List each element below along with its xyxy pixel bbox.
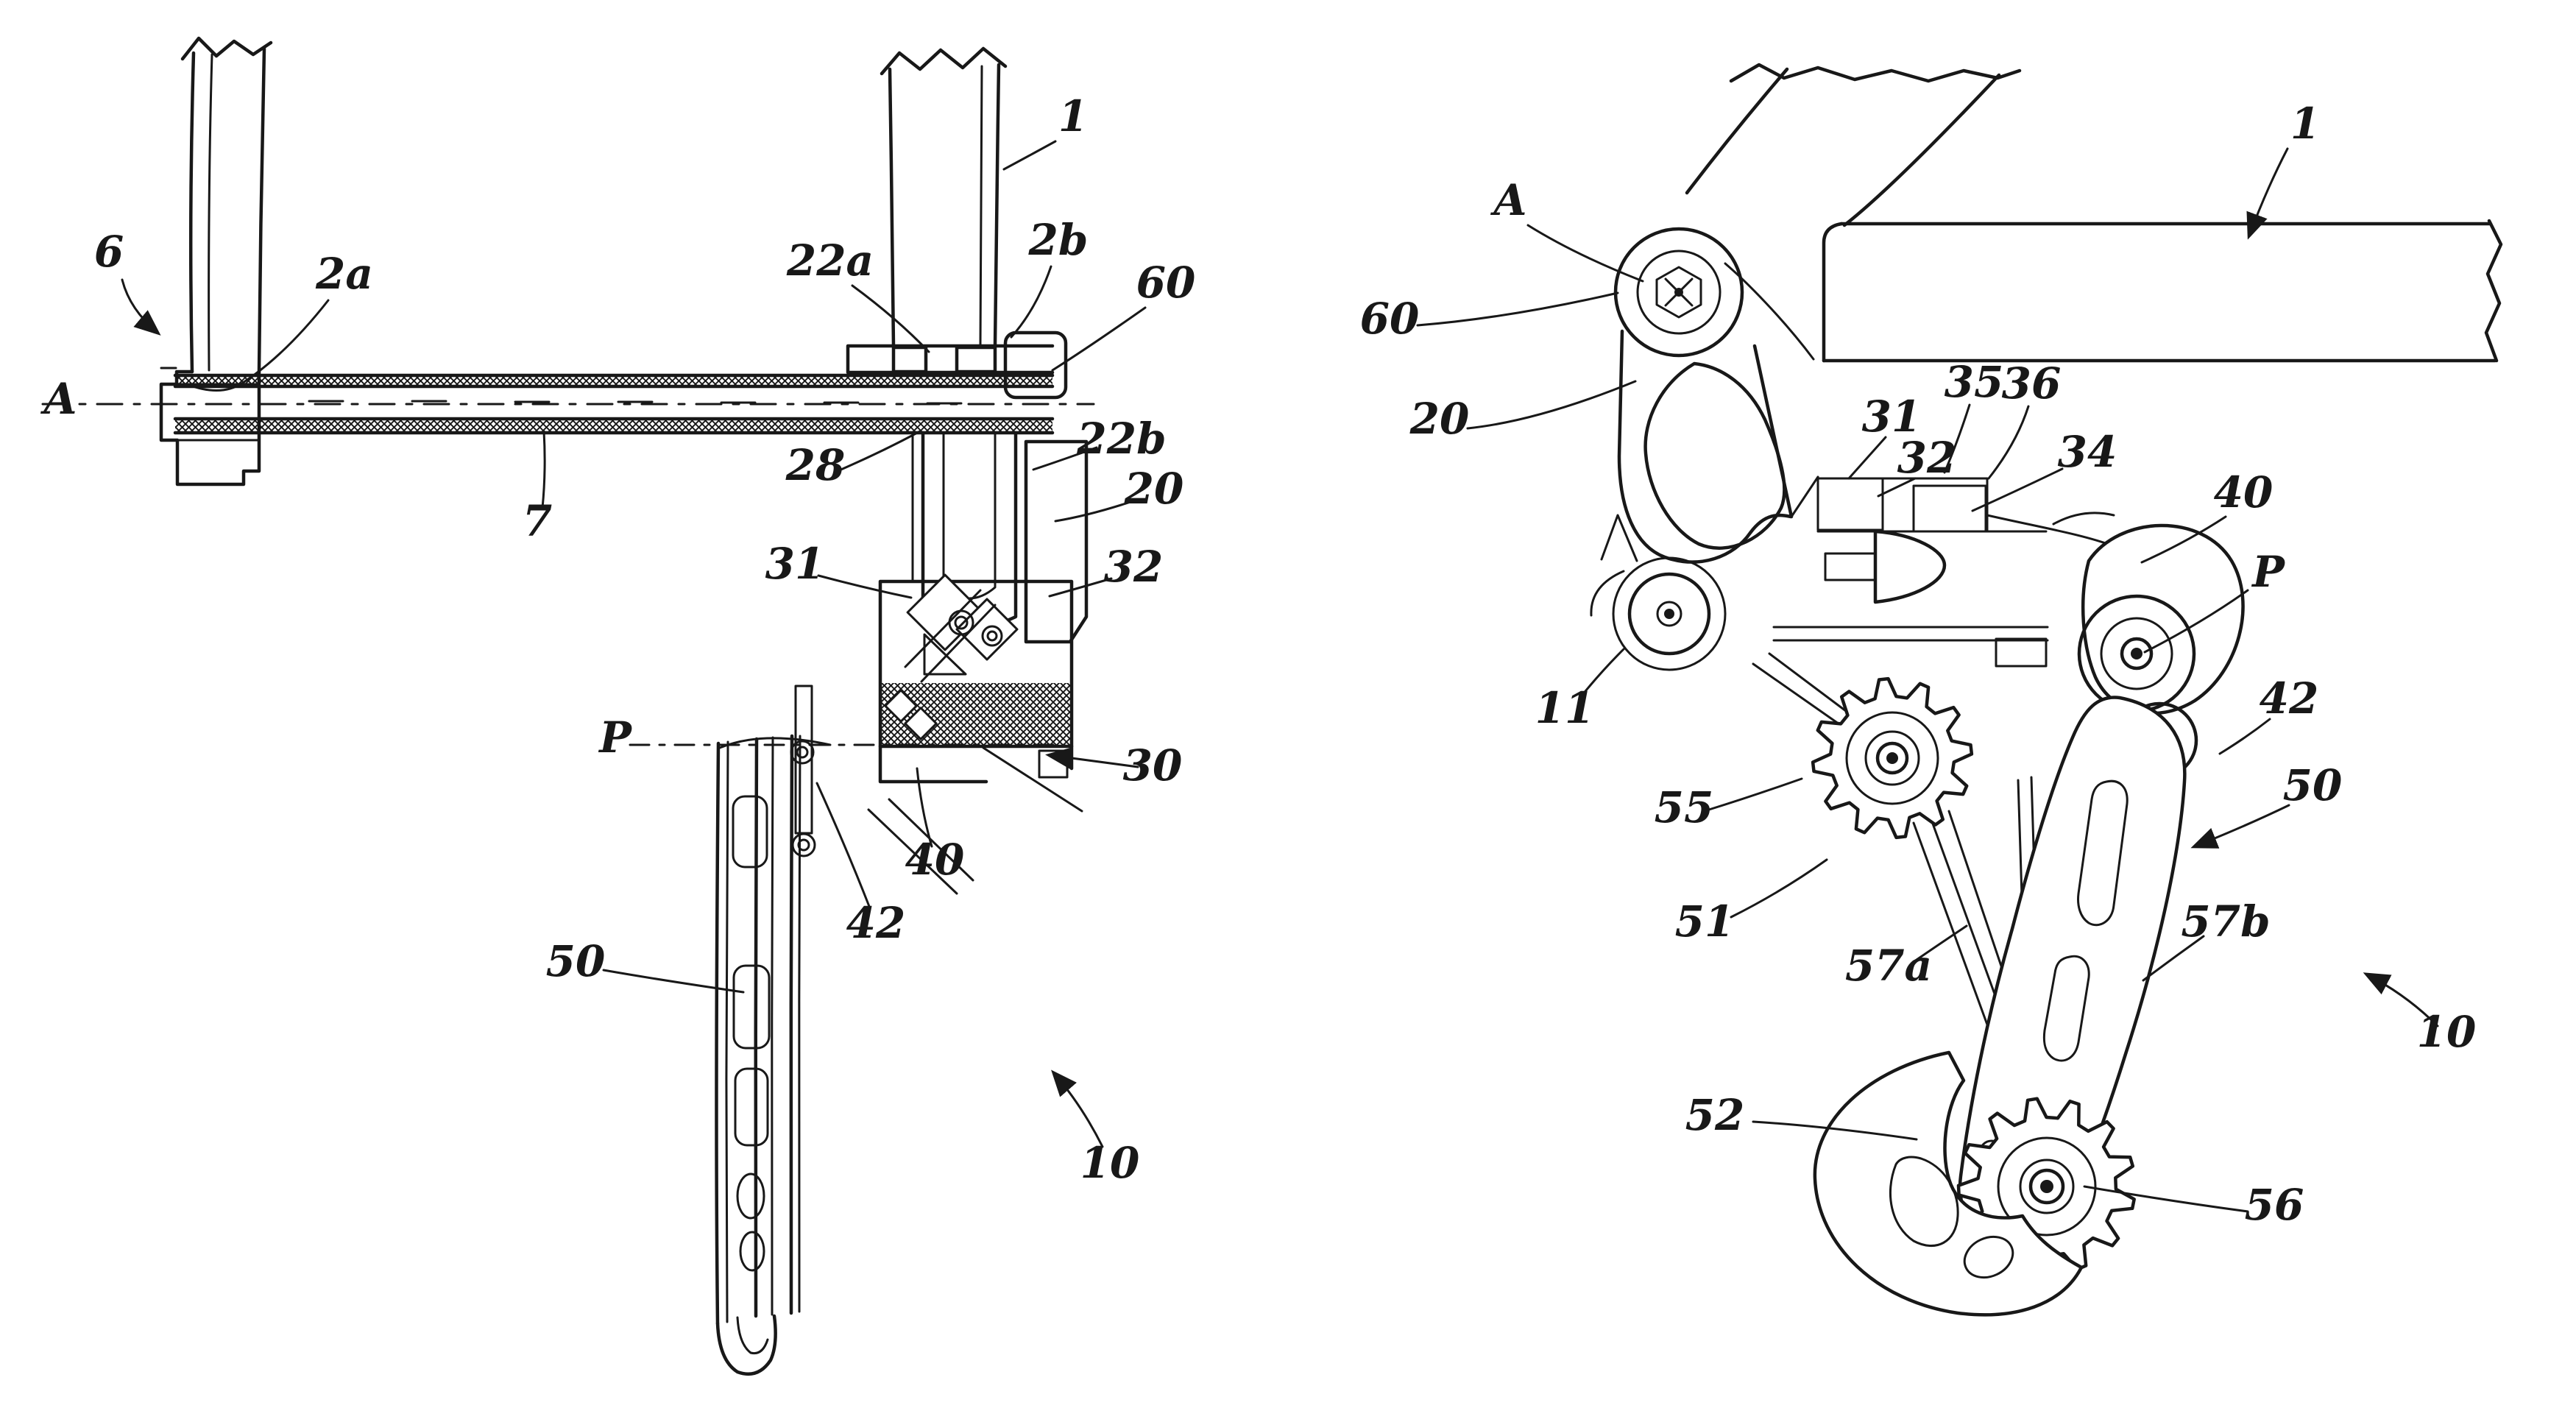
ref-label-22b: 22b <box>1076 414 1166 464</box>
lower-pulley <box>1813 1050 2136 1317</box>
ref-label-31: 31 <box>1862 392 1922 442</box>
ref-label-2b: 2b <box>1028 215 1089 265</box>
ref-label-55: 55 <box>1655 782 1714 832</box>
ref-label-34: 34 <box>2058 427 2117 477</box>
ref-label-60: 60 <box>1136 258 1196 308</box>
ref-label-32: 32 <box>1104 542 1164 592</box>
right-leaders <box>1416 147 2439 1213</box>
ref-label-35: 35 <box>1945 357 2004 407</box>
ref-label-42: 42 <box>846 898 906 948</box>
ref-label-40: 40 <box>905 835 965 885</box>
ref-label-2a: 2a <box>315 249 373 299</box>
ref-label-P: P <box>2251 547 2285 597</box>
ref-label-10: 10 <box>1080 1138 1140 1188</box>
ref-label-A: A <box>1490 175 1526 225</box>
ref-label-50: 50 <box>546 936 606 986</box>
ref-label-22a: 22a <box>786 236 874 286</box>
ref-label-1: 1 <box>2290 99 2320 149</box>
chain-guide-cage <box>715 734 832 1376</box>
ref-label-10: 10 <box>2417 1007 2477 1057</box>
ref-label-57a: 57a <box>1845 941 1932 991</box>
ref-label-20: 20 <box>1409 394 1470 444</box>
ref-label-60: 60 <box>1360 294 1420 344</box>
cable-pulley <box>1590 556 1727 671</box>
b-knuckle <box>1600 227 1794 564</box>
ref-label-1: 1 <box>1058 91 1088 141</box>
ref-label-40: 40 <box>2214 467 2274 517</box>
pivot-block <box>791 573 1083 895</box>
ref-label-31: 31 <box>765 539 825 589</box>
ref-label-P: P <box>598 712 632 763</box>
ref-label-7: 7 <box>523 496 552 546</box>
ref-label-20: 20 <box>1124 464 1184 514</box>
ref-label-52: 52 <box>1685 1090 1745 1140</box>
ref-label-A: A <box>40 374 77 424</box>
upper-pulley <box>1811 676 1974 840</box>
ref-label-28: 28 <box>785 440 846 490</box>
right-frame-tube <box>880 46 1008 348</box>
left-leaders <box>121 140 1147 1148</box>
linkage <box>1772 475 2115 668</box>
axle-clamp <box>846 330 1068 400</box>
ref-label-56: 56 <box>2245 1180 2304 1230</box>
frame <box>1685 63 2503 363</box>
ref-label-30: 30 <box>1123 740 1183 790</box>
ref-label-51: 51 <box>1675 896 1735 947</box>
ref-label-6: 6 <box>94 227 124 277</box>
ref-label-32: 32 <box>1897 433 1957 483</box>
ref-label-11: 11 <box>1535 683 1595 733</box>
ref-label-36: 36 <box>2002 358 2062 408</box>
ref-label-57b: 57b <box>2181 896 2270 947</box>
ref-label-42: 42 <box>2260 673 2319 724</box>
thru-axle <box>41 367 1095 442</box>
ref-label-50: 50 <box>2283 760 2343 810</box>
